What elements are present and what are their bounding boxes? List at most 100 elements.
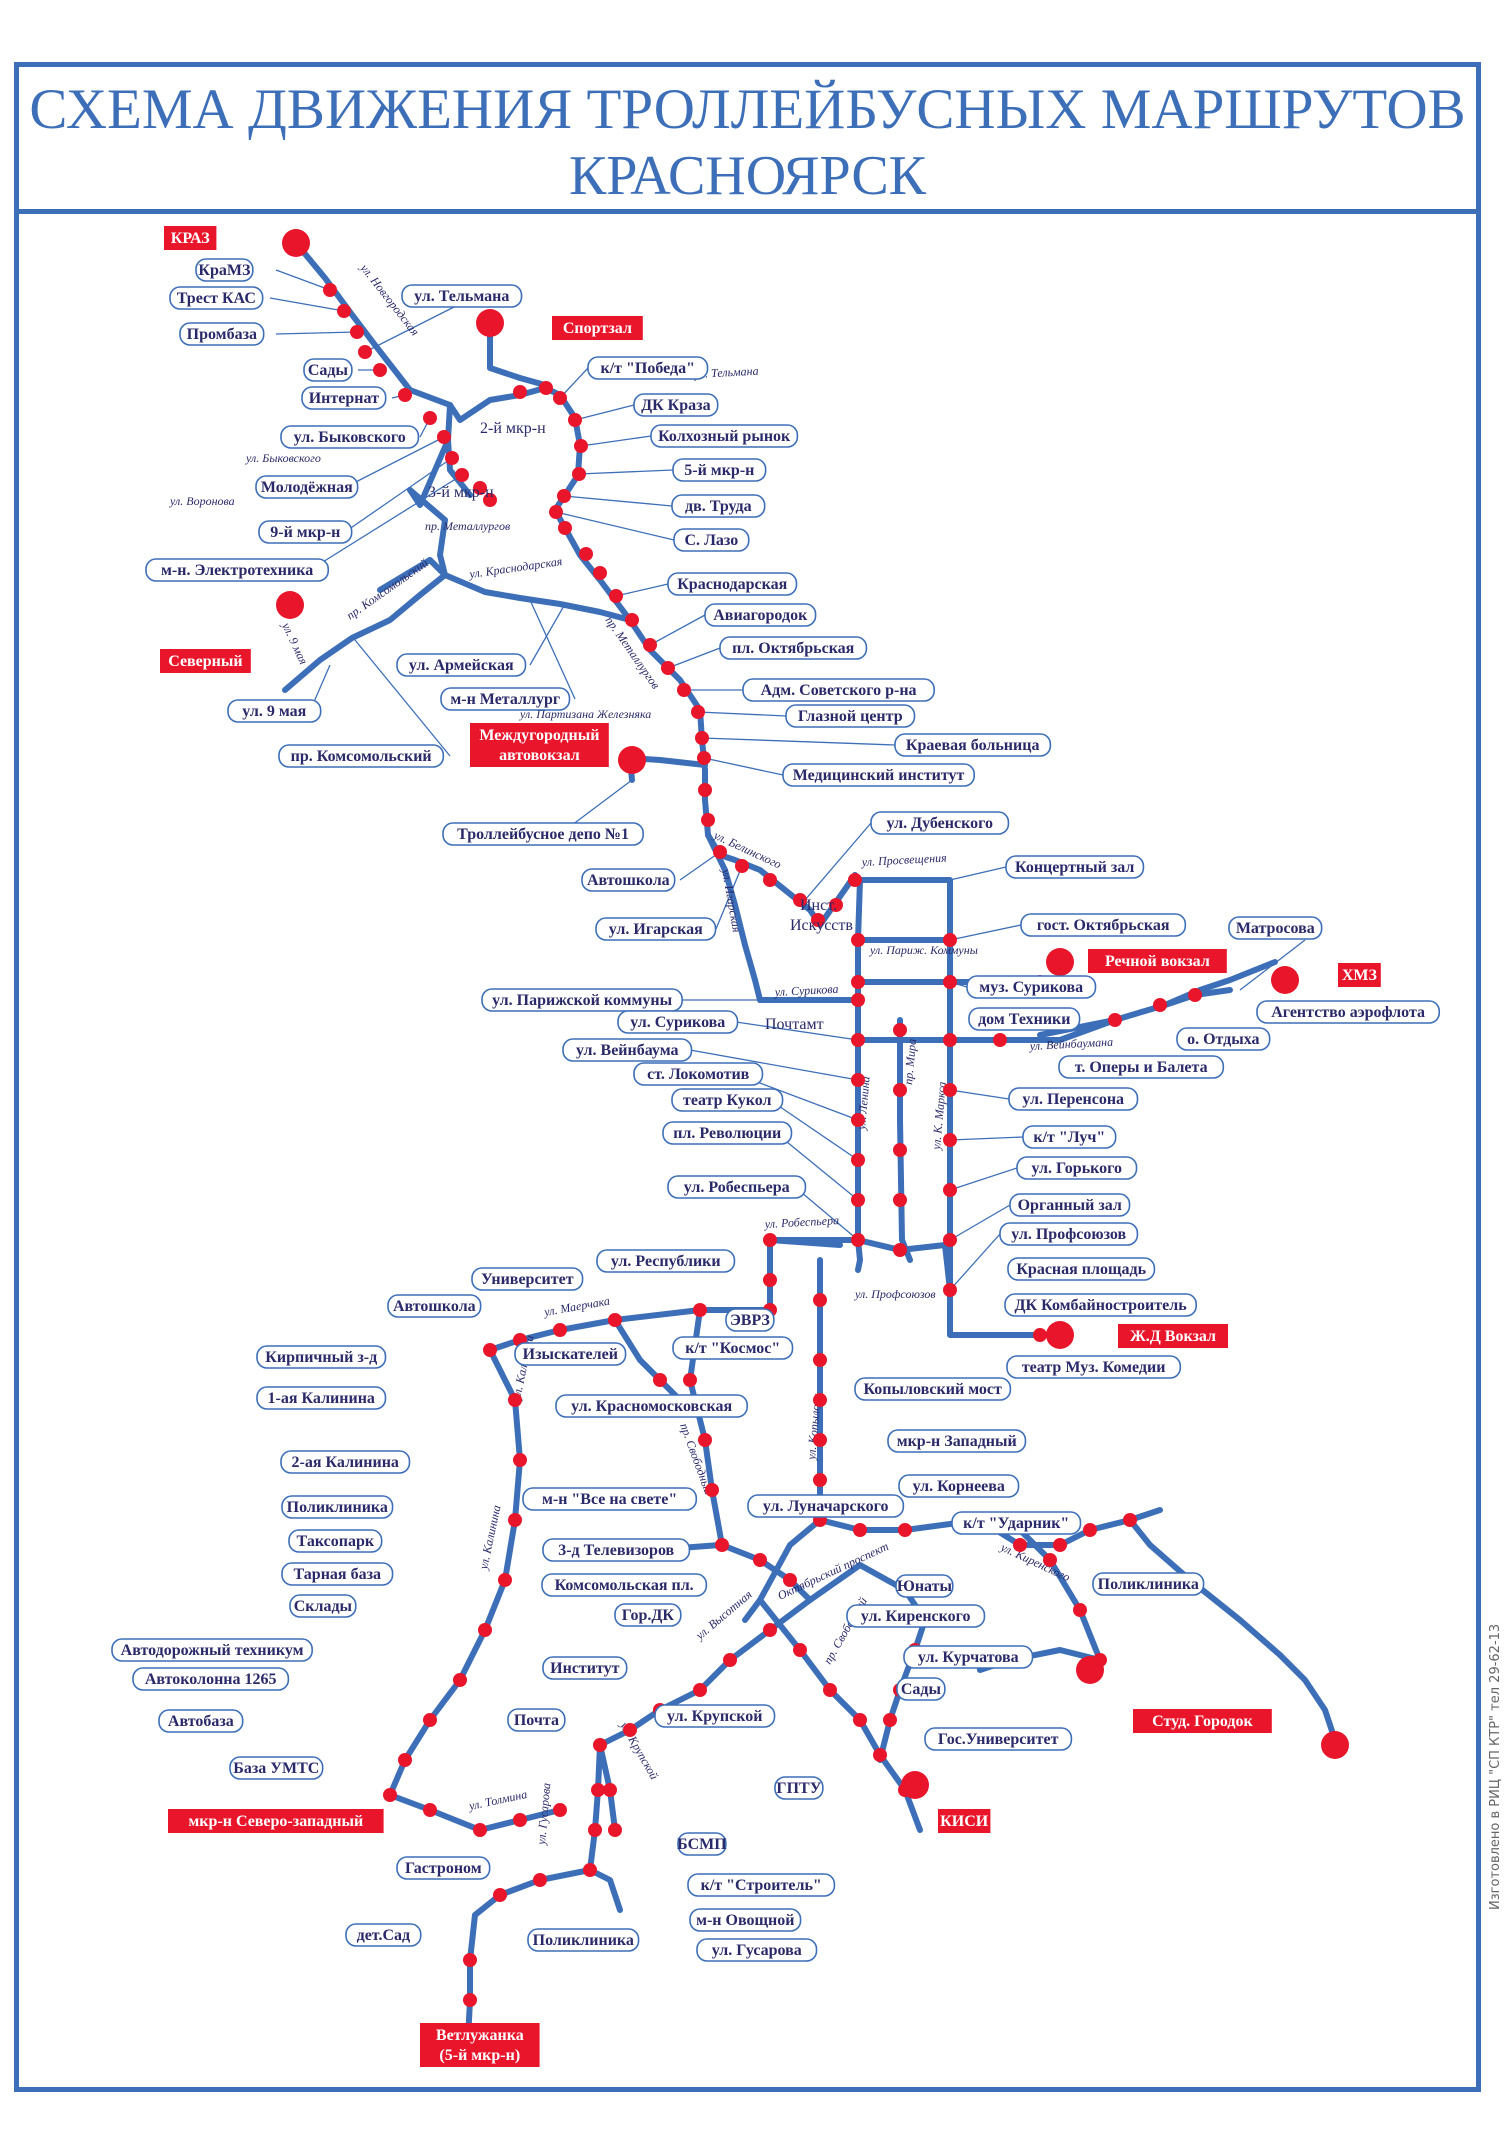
stop-dot <box>323 283 337 297</box>
stop-dot <box>455 468 469 482</box>
stop-label-box <box>671 494 766 518</box>
stop-label-text: Тарная база <box>294 1566 381 1583</box>
stop-label-box <box>894 733 1052 757</box>
route-segment <box>377 557 448 593</box>
stop-dot <box>623 1723 637 1737</box>
stop-label-box <box>288 1529 383 1553</box>
stop-label-pobeda: к/т "Победа" <box>587 356 709 380</box>
stop-label-text: к/т "Строитель" <box>701 1877 822 1894</box>
stop-dot <box>574 439 588 453</box>
stop-label-robesp: ул. Робеспьера <box>667 1175 807 1199</box>
stop-label-text: Красная площадь <box>1016 1261 1146 1278</box>
stop-label-dubensk: ул. Дубенского <box>870 811 1010 835</box>
stop-dot <box>1033 1328 1047 1342</box>
stop-dot <box>763 1233 777 1247</box>
stop-label-text: Колхозный рынок <box>658 428 791 445</box>
stop-label-box <box>527 1928 640 1952</box>
stop-label-text: ст. Локомотив <box>647 1066 750 1083</box>
terminal-label-text: Речной вокзал <box>1105 953 1210 970</box>
stop-dot <box>893 1083 907 1097</box>
stop-dot <box>691 705 705 719</box>
stop-label-text: ул. Горького <box>1031 1160 1122 1177</box>
stop-label-text: Поликлиника <box>1098 1576 1199 1593</box>
terminal-label-text: Ж.Д Вокзал <box>1130 1328 1216 1345</box>
stop-label-box <box>289 1594 357 1618</box>
street-label-robesp_st: ул. Робеспьера <box>763 1213 839 1231</box>
stop-label-text: дом Техники <box>978 1011 1070 1028</box>
stop-dot <box>829 898 843 912</box>
stop-label-text: Краевая больница <box>906 737 1040 754</box>
stop-label-text: Матросова <box>1236 920 1315 937</box>
stop-label-box <box>440 687 571 711</box>
stop-dot <box>851 1113 865 1127</box>
stop-label-gptu: ГПТУ <box>774 1776 824 1800</box>
stop-dot <box>373 363 387 377</box>
stop-label-dom_tehn: дом Техники <box>968 1007 1081 1031</box>
stop-label-box <box>542 1538 691 1562</box>
stop-label-text: С. Лазо <box>684 532 738 549</box>
stop-label-box <box>158 1709 244 1733</box>
stop-dot <box>763 1273 777 1287</box>
stop-label-box <box>1256 1000 1441 1024</box>
leader-line <box>574 404 635 421</box>
stop-label-prombaza: Промбаза <box>179 322 265 346</box>
stop-dot <box>1013 1538 1027 1552</box>
stop-label-text: БСМП <box>677 1836 727 1853</box>
stop-label-text: Сады <box>901 1681 942 1698</box>
stop-label-box <box>396 653 527 677</box>
stop-label-box <box>896 1677 946 1701</box>
stop-label-box <box>696 1938 818 1962</box>
stop-label-kal2: 2-ая Калинина <box>280 1450 411 1474</box>
stop-dot <box>851 1193 865 1207</box>
stop-label-text: Краснодарская <box>677 576 787 593</box>
stop-label-box <box>785 704 916 728</box>
stop-dot <box>473 481 487 495</box>
stop-dot <box>1043 1553 1057 1567</box>
terminal-label-vetluzhanka: Ветлужанка(5-й мкр-н) <box>420 2023 540 2067</box>
stop-dot <box>549 505 563 519</box>
street-label-metallurg_pr: пр. Металлургов <box>425 519 510 533</box>
stop-label-par_komm: ул. Парижской коммуны <box>481 988 683 1012</box>
stop-label-text: Кирпичный з-д <box>265 1349 377 1366</box>
terminal-label-text: Студ. Городок <box>1152 1713 1253 1730</box>
stop-label-text: Поликлиника <box>287 1499 388 1516</box>
stop-label-kosmos: к/т "Космос" <box>672 1336 794 1360</box>
stop-label-box <box>662 1121 793 1145</box>
stop-label-box <box>725 1308 775 1332</box>
area-label-mkr3: 3-й мкр-н <box>428 484 494 501</box>
stop-label-ovosch: м-н Овощной <box>689 1908 802 1932</box>
terminal-label-box <box>168 1809 384 1833</box>
stop-label-otdyha: о. Отдыха <box>1176 1027 1271 1051</box>
stop-label-adm_sov: Адм. Советского р-на <box>742 678 935 702</box>
stop-label-box <box>1004 1293 1197 1317</box>
stop-dot <box>1053 1538 1067 1552</box>
stop-label-text: Юнаты <box>897 1578 953 1595</box>
stop-label-text: ДК Комбайностроитель <box>1015 1297 1188 1314</box>
route-segment <box>282 572 448 693</box>
stop-label-text: пл. Революции <box>673 1125 781 1142</box>
stop-label-box <box>667 572 798 596</box>
area-label-pochtamt: Почтамт <box>765 1016 824 1033</box>
stop-label-text: Концертный зал <box>1015 859 1134 876</box>
street-label-kalinina2: ул. Калинина <box>476 1504 503 1572</box>
stop-label-box <box>132 1667 290 1691</box>
stop-label-text: Автошкола <box>587 872 670 889</box>
stop-label-box <box>903 1645 1034 1669</box>
stop-dot <box>701 813 715 827</box>
leader-line <box>715 865 743 930</box>
stop-label-text: Автошкола <box>393 1298 476 1315</box>
terminal-dot <box>1271 966 1299 994</box>
stop-label-taksopark: Таксопарк <box>288 1529 383 1553</box>
stop-label-lunach: ул. Луначарского <box>747 1494 905 1518</box>
stop-label-text: Медицинский институт <box>793 767 965 784</box>
stop-label-box <box>587 356 709 380</box>
stop-label-box <box>672 458 767 482</box>
terminal-label-box <box>164 226 217 250</box>
stop-label-krasnomosk: ул. Красномосковская <box>555 1394 748 1418</box>
stop-label-respubl: ул. Республики <box>596 1249 736 1273</box>
route-segment <box>387 1347 523 1798</box>
stop-label-kurchat: ул. Курчатова <box>903 1645 1034 1669</box>
street-label-surik_st: ул. Сурикова <box>773 982 838 999</box>
